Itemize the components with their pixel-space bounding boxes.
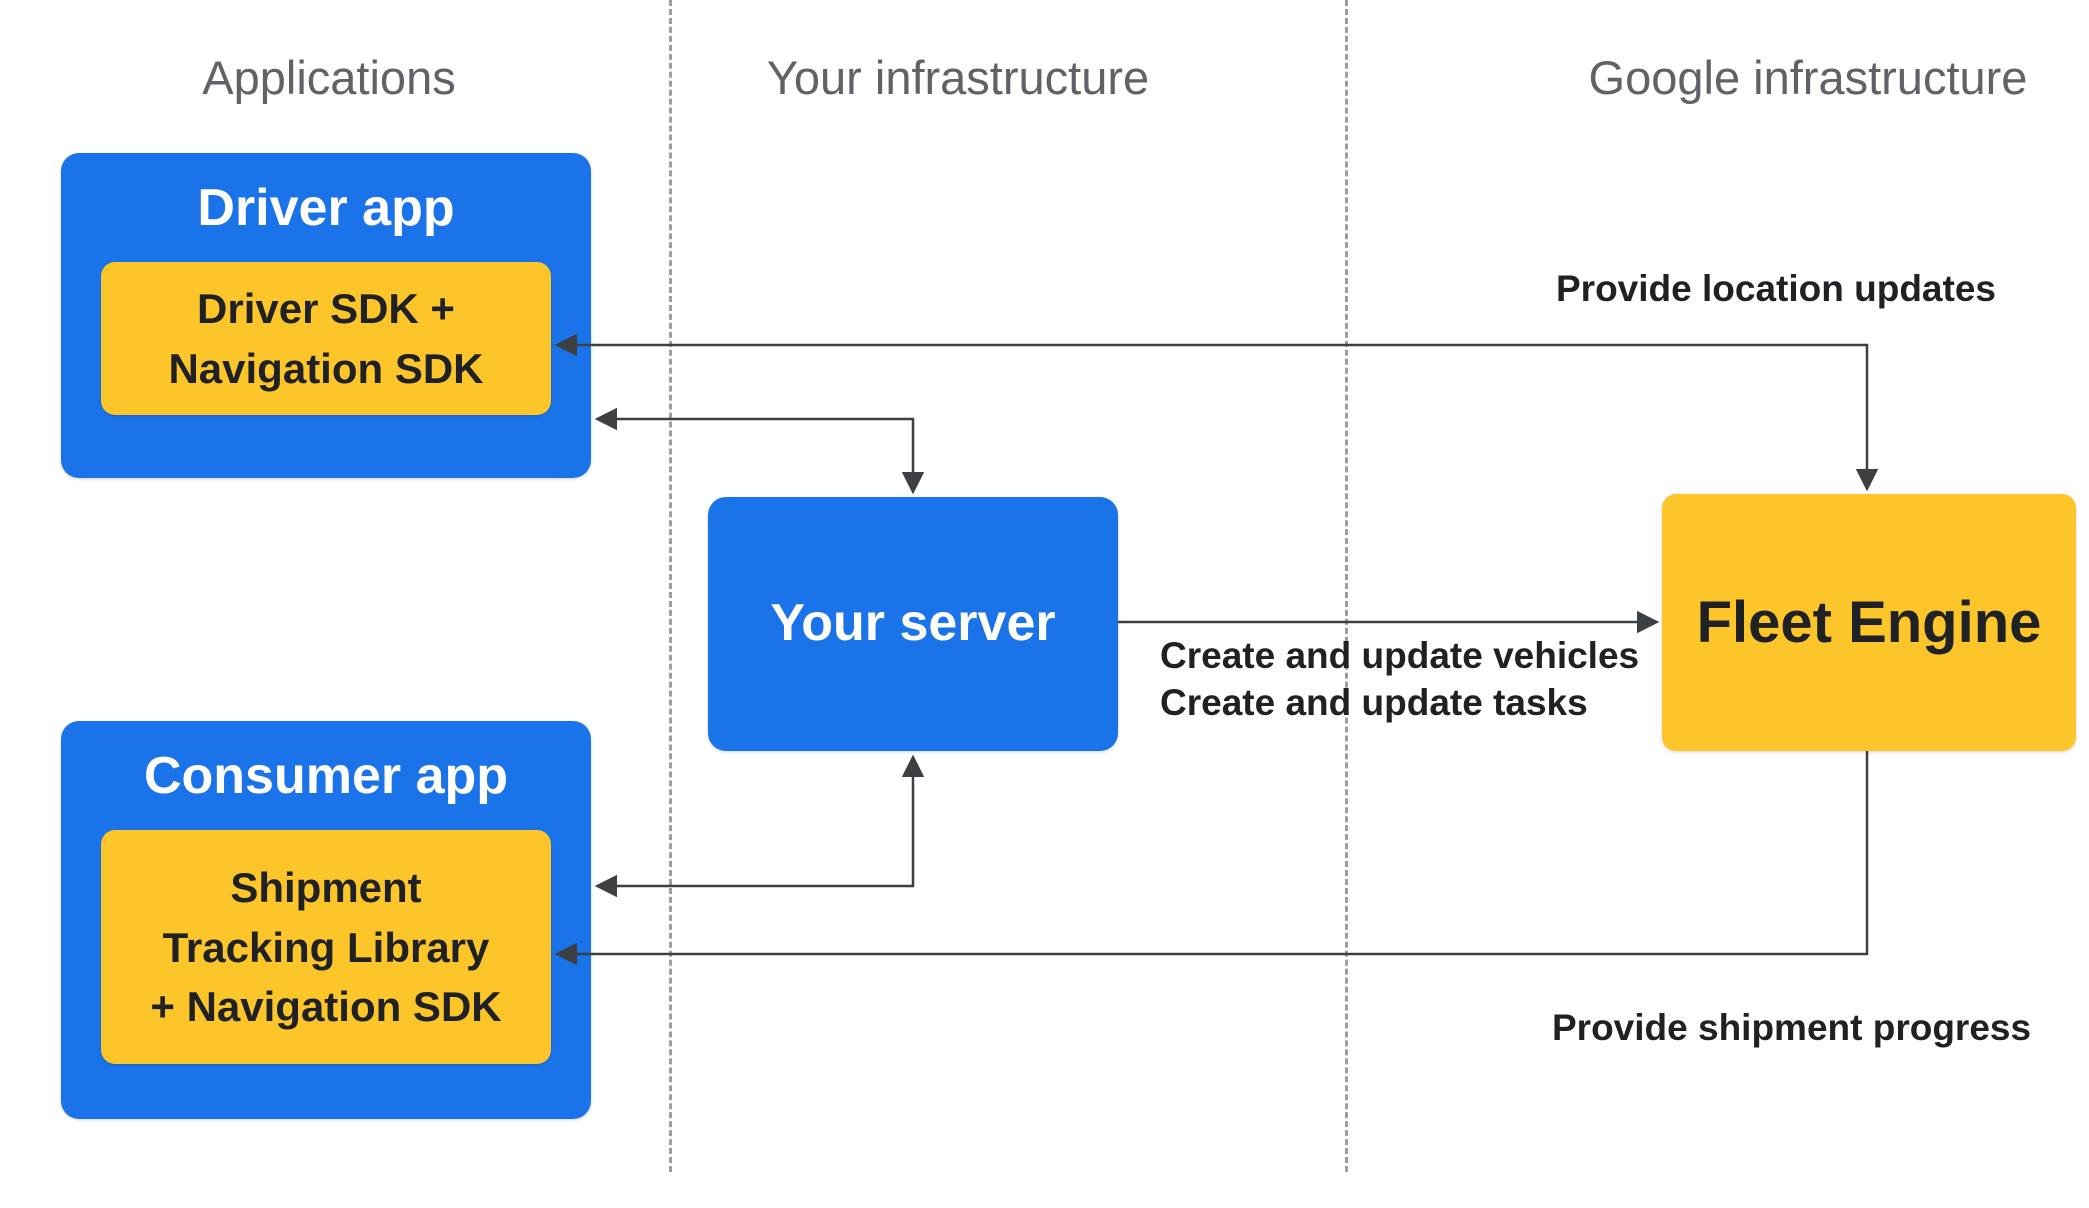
edge-driver-app-your-server — [594, 407, 925, 495]
edge-your-server-consumer-app — [594, 754, 925, 898]
column-label-google-infrastructure: Google infrastructure — [1588, 51, 2028, 104]
driver-sdk-node: Driver SDK + Navigation SDK — [101, 262, 551, 416]
divider-applications-your-infrastructure — [669, 0, 672, 1172]
your-server-node: Your server — [708, 497, 1118, 751]
column-label-your-infrastructure: Your infrastructure — [766, 51, 1150, 104]
edge-label-create-and-update: Create and update vehicles Create and up… — [1160, 635, 1640, 723]
consumer-app-title: Consumer app — [143, 747, 509, 805]
driver-app-node: Driver app Driver SDK + Navigation SDK — [61, 153, 591, 478]
shipment-tracking-library-label: Shipment Tracking Library + Navigation S… — [150, 864, 502, 1031]
edge-fleet-engine-shipment-tracking — [554, 751, 1869, 966]
driver-sdk-label: Driver SDK + Navigation SDK — [168, 285, 484, 392]
edge-label-provide-shipment-progress: Provide shipment progress — [1552, 1007, 2032, 1048]
edge-label-provide-location-updates: Provide location updates — [1556, 268, 1996, 309]
shipment-tracking-library-node: Shipment Tracking Library + Navigation S… — [101, 830, 551, 1065]
divider-your-google-infrastructure — [1345, 0, 1348, 1172]
edge-driver-sdk-fleet-engine — [554, 333, 1879, 492]
driver-app-title: Driver app — [197, 179, 455, 237]
consumer-app-node: Consumer app Shipment Tracking Library +… — [61, 721, 591, 1119]
fleet-engine-title: Fleet Engine — [1696, 590, 2042, 655]
column-label-applications: Applications — [202, 51, 456, 104]
fleet-engine-node: Fleet Engine — [1662, 494, 2076, 751]
your-server-title: Your server — [770, 594, 1056, 653]
